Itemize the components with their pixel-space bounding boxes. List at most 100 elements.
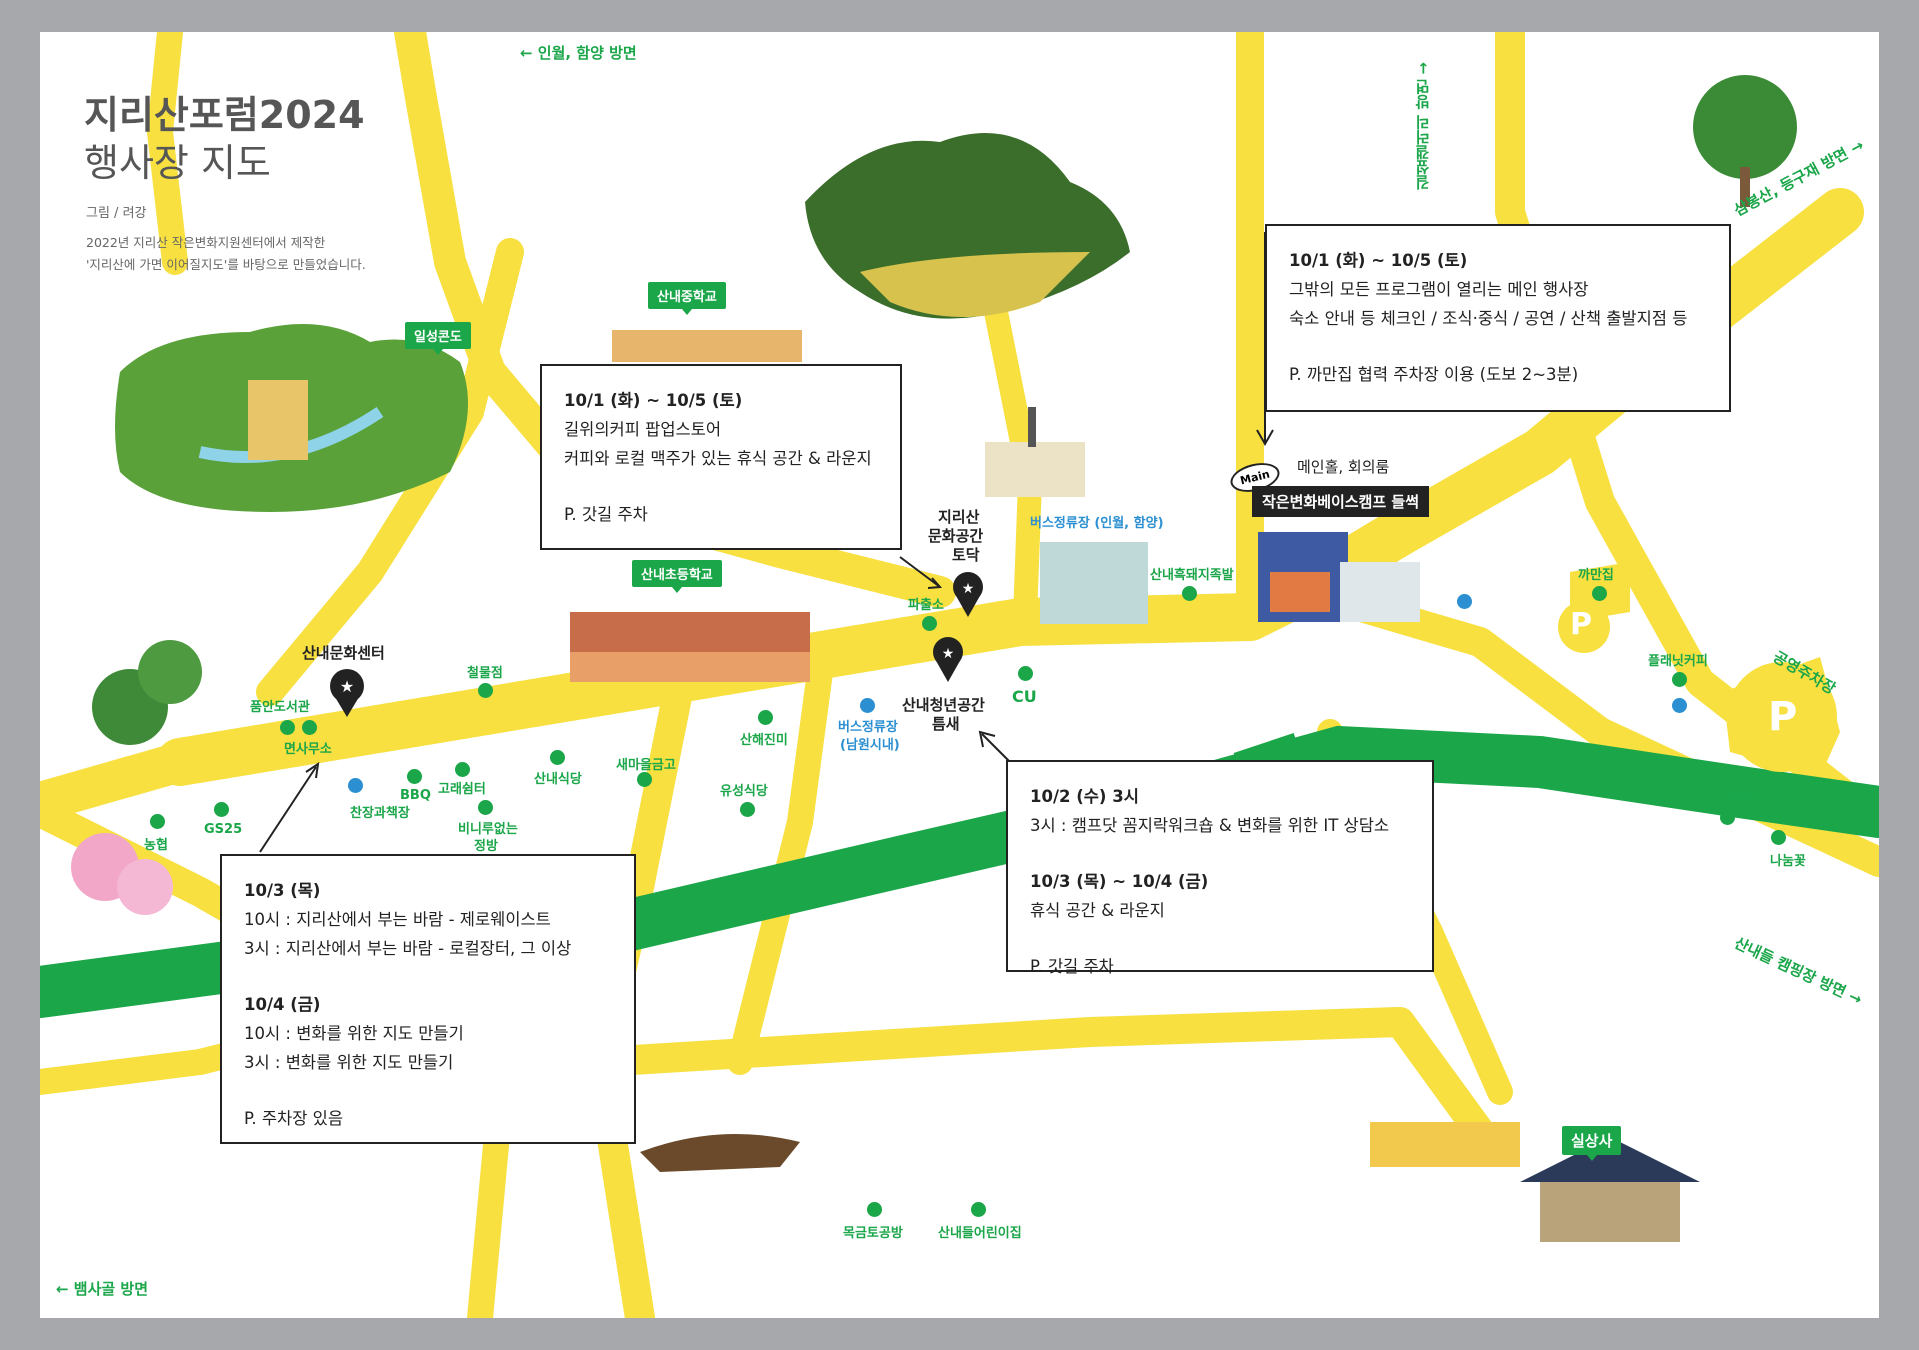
arrow-head-main [1256, 429, 1274, 447]
poi-kkamanjip: 까만집 [1578, 568, 1614, 583]
condo-building-illustration [248, 380, 308, 460]
poi-binirul-l1: 비니루없는 [458, 822, 518, 837]
poi-dot-cu[interactable] [1018, 666, 1033, 681]
culture-d2-line2: 3시 : 변화를 위한 지도 만들기 [244, 1053, 454, 1072]
callout-teumsae: 10/2 (수) 3시 3시 : 캠프닷 꼼지락워크숍 & 변화를 위한 IT … [1006, 760, 1434, 976]
northwest-road [147, 32, 188, 275]
poi-dot-myeonsamuso[interactable] [302, 720, 317, 735]
poi-changjang: 찬장과책장 [350, 806, 410, 821]
teumsae-parking: P. 갓길 주차 [1030, 957, 1114, 976]
culture-d1-line2: 3시 : 지리산에서 부는 바람 - 로컬장터, 그 이상 [244, 939, 572, 958]
source-note-line2: '지리산에 가면 이어질지도'를 바탕으로 만들었습니다. [86, 257, 366, 272]
label-teumsae-l1: 산내청년공간 [902, 696, 985, 714]
main-road-west [40, 742, 200, 822]
culture-parking: P. 주차장 있음 [244, 1109, 344, 1128]
poi-dot-sannae-sikdang[interactable] [550, 750, 565, 765]
poi-dot-bus-bottom[interactable] [860, 698, 875, 713]
poi-nonghyup: 농협 [144, 838, 168, 853]
illustration-credit: 그림 / 려강 [86, 206, 147, 221]
poi-bus-bottom-l2: (남원시내) [840, 738, 900, 753]
main-date: 10/1 (화) ~ 10/5 (토) [1289, 251, 1468, 270]
poi-daycare: 산내들어린이집 [938, 1226, 1022, 1241]
culture-date2: 10/4 (금) [244, 995, 321, 1014]
poi-dot-kkamanjip[interactable] [1592, 586, 1607, 601]
poi-dot-bus-east[interactable] [1457, 594, 1472, 609]
map-canvas: ★ ★ ★ 지리산포럼2024 행사장 지도 그림 / 려강 2022년 지리산… [40, 32, 1879, 1318]
poi-yuseong: 유성식당 [720, 784, 768, 799]
poi-dot-cheolmuljeom[interactable] [478, 683, 493, 698]
arrow-head-gilwi [927, 577, 943, 589]
poi-dot-black-pork[interactable] [1182, 586, 1197, 601]
poi-dot-mokgeumto[interactable] [867, 1202, 882, 1217]
tree-northeast [1693, 75, 1797, 179]
main-venue-annex [1340, 562, 1420, 622]
poi-black-pork: 산내흑돼지족발 [1150, 568, 1234, 583]
poi-dot-yuseong[interactable] [740, 802, 755, 817]
direction-inwol: ← 인월, 함양 방면 [520, 44, 637, 62]
teumsae-d2-line1: 휴식 공간 & 라운지 [1030, 901, 1165, 920]
poi-dot-planet-coffee[interactable] [1672, 672, 1687, 687]
gilwi-line1: 길위의커피 팝업스토어 [564, 420, 722, 439]
callout-culture-center: 10/3 (목) 10시 : 지리산에서 부는 바람 - 제로웨이스트 3시 :… [220, 854, 636, 1144]
poi-dot-gs25[interactable] [214, 802, 229, 817]
poi-dot-sanhaejinmi[interactable] [758, 710, 773, 725]
tag-ilsung-condo: 일성콘도 [405, 322, 471, 355]
poi-dot-police[interactable] [922, 616, 937, 631]
poi-bus-top: 버스정류장 (인월, 함양) [1030, 516, 1164, 531]
callout-gilwi-coffee: 10/1 (화) ~ 10/5 (토) 길위의커피 팝업스토어 커피와 로컬 맥… [540, 364, 902, 550]
poi-sanhaejinmi: 산해진미 [740, 733, 788, 748]
poi-sannae-sikdang: 산내식당 [534, 772, 582, 787]
bottom-road [585, 1007, 1495, 1147]
poi-dot-nonghyup[interactable] [150, 814, 165, 829]
page-title: 지리산포럼2024 [84, 93, 365, 137]
map-pin-culture-center[interactable]: ★ [330, 669, 364, 717]
poi-police: 파출소 [908, 598, 944, 613]
poi-gs25: GS25 [204, 822, 243, 837]
arrow-head-culture [305, 761, 320, 779]
poi-dot-binirul[interactable] [478, 800, 493, 815]
poi-dot-bus-planet[interactable] [1672, 698, 1687, 713]
poi-binirul-l2: 정방 [474, 839, 498, 854]
main-line2: 숙소 안내 등 체크인 / 조식·중식 / 공연 / 산책 출발지점 등 [1289, 309, 1688, 328]
poi-dot-bus-west[interactable] [348, 778, 363, 793]
poi-saemaeul: 새마을금고 [616, 758, 676, 773]
cherry-tree-2 [117, 859, 173, 915]
poi-dot-daycare[interactable] [971, 1202, 986, 1217]
label-main-hall: 메인홀, 회의룸 [1297, 458, 1390, 476]
svg-text:★: ★ [340, 677, 354, 696]
center-south-road [727, 659, 833, 1075]
tag-middle-school: 산내중학교 [648, 282, 726, 315]
poi-cheolmuljeom: 철물점 [467, 666, 503, 681]
poi-dot-goraeshimteo[interactable] [455, 762, 470, 777]
arrow-teumsae [981, 733, 1011, 763]
parking-sign-public [1723, 657, 1840, 777]
poi-myeonsamuso: 면사무소 [284, 742, 332, 757]
elementary-building-front [570, 652, 810, 682]
arrow-gilwi [899, 556, 941, 588]
vegetable-bed [640, 1134, 800, 1172]
arrow-head-teumsae [978, 730, 996, 748]
parking-letter-kkamanjip: P [1570, 607, 1592, 642]
bus-stop-shelter [1040, 542, 1148, 624]
label-main-venue: 작은변화베이스캠프 들썩 [1252, 486, 1430, 517]
label-toduk-l2: 문화공간 [928, 527, 984, 545]
poi-dot-nanumkkot[interactable] [1771, 830, 1786, 845]
direction-bamsagol: ← 뱀사골 방면 [56, 1280, 149, 1298]
poi-dot-neutinamu[interactable] [1720, 810, 1735, 825]
page-subtitle: 행사장 지도 [84, 141, 271, 185]
main-venue-window [1270, 572, 1330, 612]
arrow-culture [259, 766, 317, 853]
poi-nanumkkot: 나눔꽃 [1770, 854, 1806, 869]
svg-text:★: ★ [942, 646, 955, 662]
poi-dot-saemaeul[interactable] [637, 772, 652, 787]
church-tower [1028, 407, 1036, 447]
west-diagonal-road [256, 238, 524, 706]
tree-trunk-northeast [1740, 167, 1750, 207]
poi-dot-pumanlib[interactable] [280, 720, 295, 735]
teumsae-d1-line1: 3시 : 캠프닷 꼼지락워크숍 & 변화를 위한 IT 상담소 [1030, 816, 1390, 835]
map-pin-toduk[interactable]: ★ [953, 572, 983, 617]
poi-dot-bbq[interactable] [407, 769, 422, 784]
teumsae-date1: 10/2 (수) 3시 [1030, 787, 1139, 806]
culture-d2-line1: 10시 : 변화를 위한 지도 만들기 [244, 1024, 464, 1043]
map-pin-teumsae[interactable]: ★ [933, 637, 963, 682]
